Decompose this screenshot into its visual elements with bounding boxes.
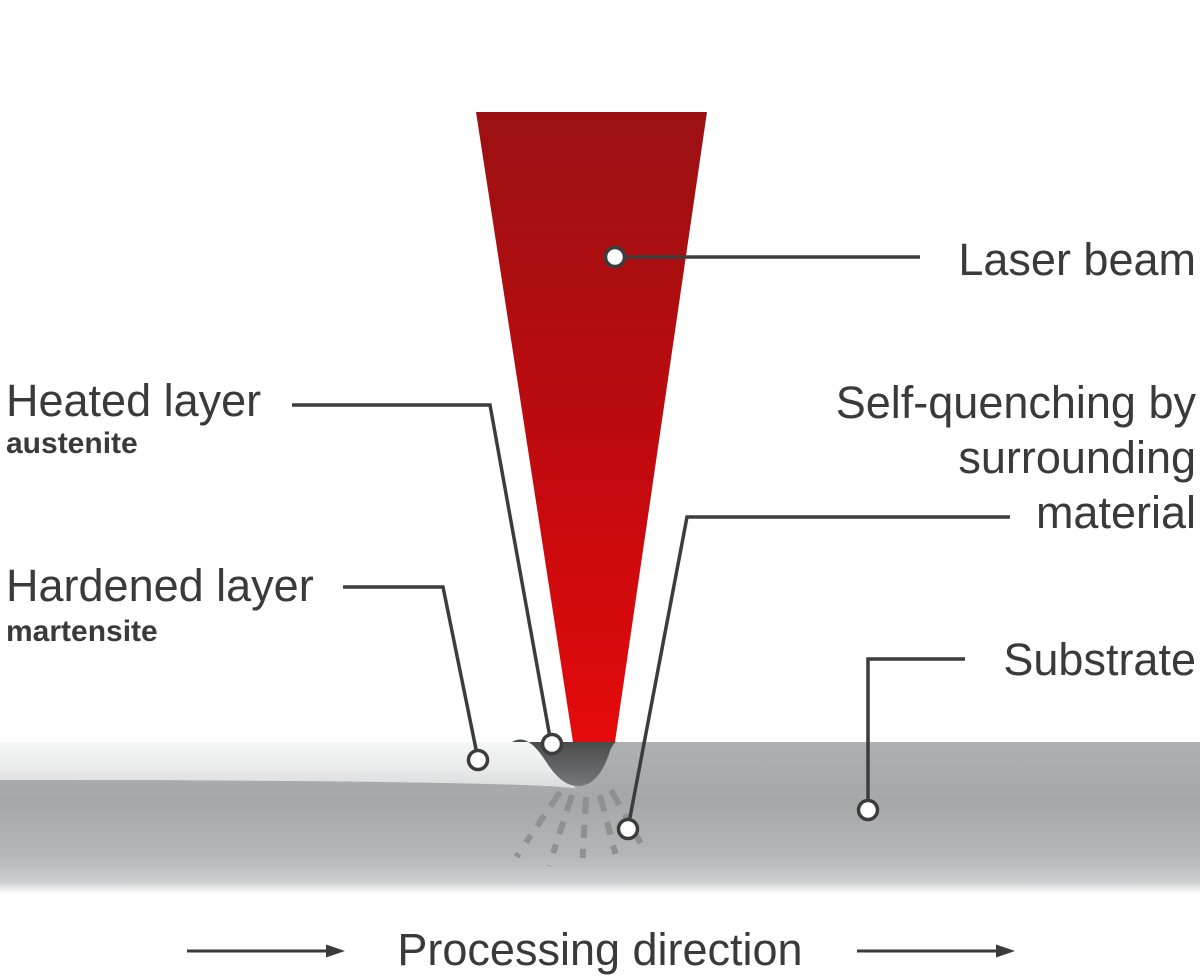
substrate-label: Substrate [1003, 634, 1196, 685]
substrate-leader-line [866, 657, 965, 810]
heated-layer-marker [540, 732, 564, 756]
heated-layer-sublabel: austenite [6, 427, 138, 460]
heated-layer-leader-line [292, 403, 553, 744]
self-quenching-label-line1: Self-quenching by [835, 377, 1196, 428]
heated-zone-shape [512, 739, 616, 786]
self-quenching-leader-line [626, 515, 1010, 829]
laser-beam-label: Laser beam [958, 234, 1196, 285]
hardened-layer-marker [466, 748, 490, 772]
processing-direction-left-arrow [187, 944, 345, 958]
laser-beam-shape [476, 112, 707, 742]
hardened-layer-label: Hardened layer [6, 560, 314, 611]
hardened-track-shape [0, 742, 576, 789]
heated-layer-label: Heated layer [6, 375, 262, 426]
processing-direction-right-arrow [857, 944, 1015, 958]
substrate-marker [856, 798, 880, 822]
processing-direction-label: Processing direction [397, 924, 803, 975]
self-quenching-label-line2: surrounding [958, 432, 1196, 483]
laser-beam-marker [603, 245, 627, 269]
self-quenching-label-line3: material [1035, 487, 1196, 538]
hardened-layer-sublabel: martensite [6, 615, 158, 648]
hardened-layer-leader-line [343, 585, 480, 760]
self-quenching-marker [616, 817, 640, 841]
